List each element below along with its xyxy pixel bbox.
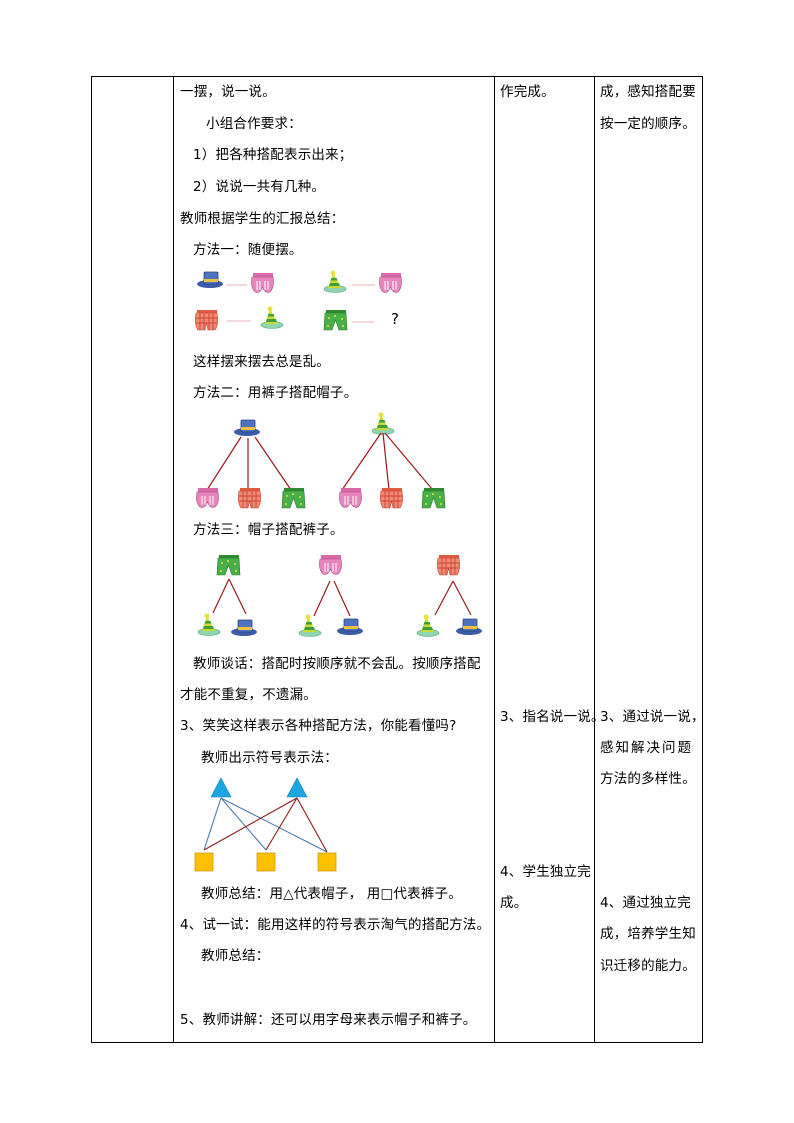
symbol-summary: 教师总结：用△代表帽子， 用□代表裤子。 [201, 886, 462, 902]
pants-square-symbol [194, 852, 214, 872]
step-3-question: 3、笑笑这样表示各种搭配方法，你能看懂吗? [180, 718, 457, 734]
pants-square-symbol [317, 852, 337, 872]
column-divider [594, 77, 595, 1042]
symbol-diagram [194, 777, 337, 872]
design-intent-4-line1: 4、通过独立完 [600, 895, 691, 911]
method-3-heading: 方法三：帽子搭配裤子。 [193, 522, 344, 538]
method-2-heading: 方法二：用裤子搭配帽子。 [193, 385, 358, 401]
design-intent-4-line2: 成，培养学生知 [600, 926, 696, 942]
teacher-summary-label: 教师总结： [201, 948, 270, 964]
student-activity-4-line1: 4、学生独立完 [500, 864, 591, 880]
student-activity-4-line2: 成。 [500, 895, 528, 911]
lesson-table [91, 76, 703, 1043]
student-activity-3: 3、指名说一说。 [500, 709, 605, 725]
teacher-summary-intro: 教师根据学生的汇报总结： [180, 211, 345, 227]
design-intent-text: 成，感知搭配要 [600, 84, 696, 100]
method-1-heading: 方法一：随便摆。 [193, 242, 303, 258]
method-1-diagram [194, 270, 403, 331]
student-activity-text: 作完成。 [500, 84, 555, 100]
design-intent-text: 按一定的顺序。 [600, 116, 696, 132]
step-5-explain: 5、教师讲解：还可以用字母来表示帽子和裤子。 [180, 1012, 477, 1028]
process-text: 一摆，说一说。 [180, 84, 276, 100]
pants-square-symbol [256, 852, 276, 872]
symbol-method-heading: 教师出示符号表示法： [201, 750, 338, 766]
teacher-remark-line2: 才能不重复，不遗漏。 [180, 687, 317, 703]
group-requirement-heading: 小组合作要求： [206, 116, 302, 132]
step-4-try: 4、试一试：能用这样的符号表示淘气的搭配方法。 [180, 917, 491, 933]
requirement-2: 2）说说一共有几种。 [193, 179, 326, 195]
hat-triangle-symbol [210, 777, 232, 798]
design-intent-3-line2: 感知解决问题 [600, 740, 693, 756]
method-1-comment: 这样摆来摆去总是乱。 [193, 354, 330, 370]
method-2-diagram [195, 412, 446, 509]
requirement-1: 1）把各种搭配表示出来； [193, 147, 353, 163]
unknown-pair-mark: ? [391, 310, 400, 328]
hat-triangle-symbol [286, 777, 308, 798]
column-divider [173, 77, 174, 1042]
method-3-diagram [197, 554, 483, 637]
design-intent-4-line3: 识迁移的能力。 [600, 958, 696, 974]
design-intent-3-line1: 3、通过说一说， [600, 709, 705, 725]
teacher-remark-line1: 教师谈话：搭配时按顺序就不会乱。按顺序搭配 [193, 656, 481, 672]
column-divider [494, 77, 495, 1042]
design-intent-3-line3: 方法的多样性。 [600, 771, 696, 787]
